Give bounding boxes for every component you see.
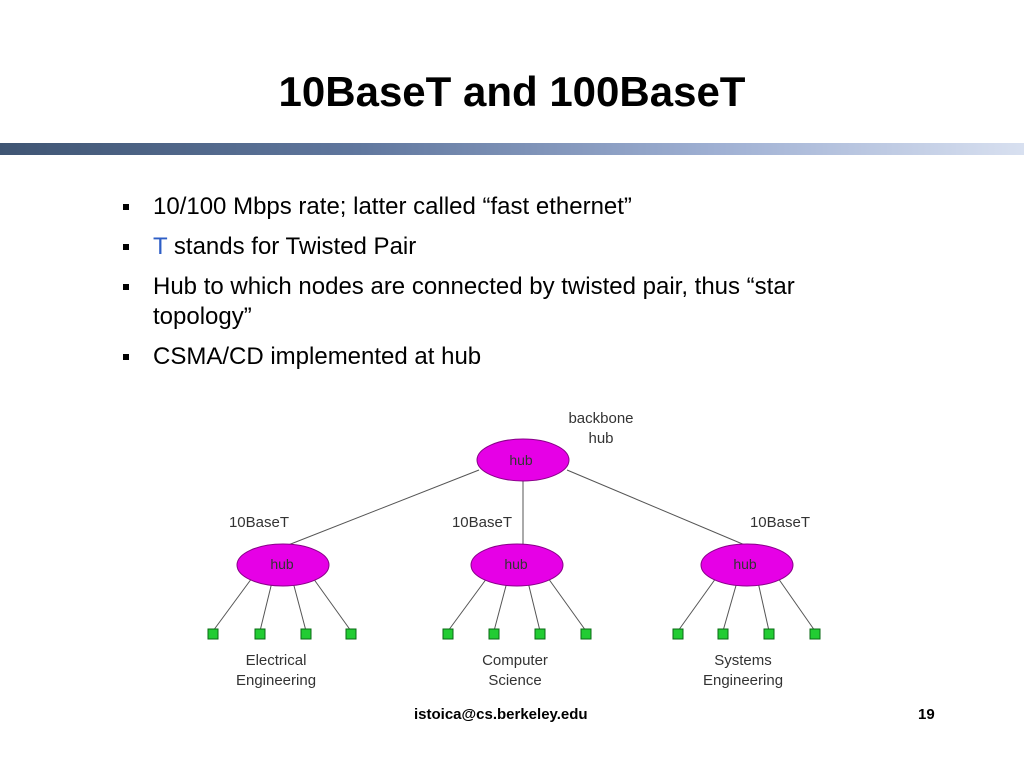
node-square — [300, 628, 312, 640]
bullet-accent-text: T — [153, 233, 168, 260]
twisted-pair-link — [212, 577, 253, 632]
bullet-marker — [123, 244, 129, 250]
link-label: 10BaseT — [229, 514, 289, 531]
twisted-pair-link — [292, 581, 307, 632]
bullet-text: Hub to which nodes are connected by twis… — [153, 273, 795, 330]
node-square — [717, 628, 729, 640]
twisted-pair-link — [547, 577, 587, 632]
backbone-link — [277, 469, 480, 550]
bullet-marker — [123, 204, 129, 210]
bullet-text: CSMA/CD implemented at hub — [153, 343, 482, 370]
department-name: Systems — [714, 652, 772, 669]
department-name: Engineering — [236, 672, 316, 689]
group-hub — [236, 543, 330, 587]
group-hub — [470, 543, 564, 587]
node-square — [534, 628, 546, 640]
backbone-link — [566, 469, 753, 549]
group-hub-label: hub — [270, 556, 294, 572]
department-name: Electrical — [246, 652, 307, 669]
slide-title: 10BaseT and 100BaseT — [278, 68, 746, 115]
page-number: 19 — [918, 706, 935, 723]
bullet-item: T stands for Twisted Pair — [122, 232, 882, 262]
backbone-hub-label: hub — [509, 452, 533, 468]
group-hub — [700, 543, 794, 587]
backbone-hub — [476, 438, 570, 482]
twisted-pair-link — [757, 581, 770, 632]
bullet-text: stands for Twisted Pair — [167, 233, 417, 260]
node-square — [488, 628, 500, 640]
department-name: Science — [488, 672, 541, 689]
node-square — [442, 628, 454, 640]
department-name: Computer — [482, 652, 548, 669]
twisted-pair-link — [447, 577, 488, 632]
group-hub-label: hub — [733, 556, 757, 572]
node-square — [580, 628, 592, 640]
link-label: 10BaseT — [452, 514, 512, 531]
bullet-item: Hub to which nodes are connected by twis… — [122, 272, 882, 332]
twisted-pair-link — [493, 581, 508, 632]
link-label: 10BaseT — [750, 514, 810, 531]
twisted-pair-link — [777, 577, 816, 632]
node-square — [207, 628, 219, 640]
bullet-item: 10/100 Mbps rate; latter called “fast et… — [122, 192, 882, 222]
twisted-pair-link — [312, 577, 352, 632]
twisted-pair-link — [259, 581, 273, 632]
twisted-pair-link — [677, 577, 717, 632]
backbone-caption: backbone — [568, 410, 633, 427]
bullet-text: 10/100 Mbps rate; latter called “fast et… — [153, 193, 632, 220]
node-square — [672, 628, 684, 640]
bullet-list: 10/100 Mbps rate; latter called “fast et… — [122, 192, 882, 382]
node-square — [345, 628, 357, 640]
footer-email: istoica@cs.berkeley.edu — [414, 706, 588, 723]
bullet-marker — [123, 354, 129, 360]
title-divider — [0, 143, 1024, 155]
twisted-pair-link — [527, 581, 541, 632]
department-name: Engineering — [703, 672, 783, 689]
node-square — [254, 628, 266, 640]
node-square — [809, 628, 821, 640]
group-hub-label: hub — [504, 556, 528, 572]
twisted-pair-link — [722, 581, 738, 632]
bullet-item: CSMA/CD implemented at hub — [122, 342, 882, 372]
node-square — [763, 628, 775, 640]
bullet-marker — [123, 284, 129, 290]
backbone-caption: hub — [588, 430, 613, 447]
